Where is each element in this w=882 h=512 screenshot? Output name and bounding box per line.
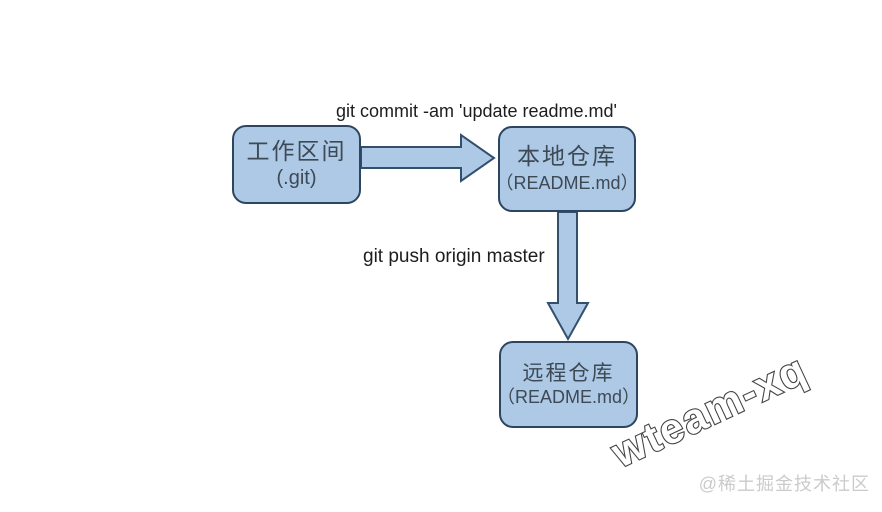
edge-label-push: git push origin master	[363, 246, 545, 267]
arrow-commit-right	[360, 133, 496, 183]
edge-label-commit: git commit -am 'update readme.md'	[336, 101, 617, 121]
node-working-area-title: 工作区间	[246, 138, 347, 165]
footer-credit: @稀土掘金技术社区	[698, 474, 870, 494]
node-local-repo: 本地仓库 （README.md）	[495, 126, 639, 212]
node-remote-repo: 远程仓库 （README.md）	[497, 341, 641, 428]
node-working-area: 工作区间 (.git)	[232, 125, 361, 204]
node-local-repo-subtitle: （README.md）	[495, 173, 639, 194]
node-remote-repo-title: 远程仓库	[522, 361, 615, 386]
arrow-push-down	[546, 211, 590, 342]
node-working-area-subtitle: (.git)	[276, 167, 317, 190]
node-remote-repo-subtitle: （README.md）	[497, 387, 641, 408]
node-local-repo-title: 本地仓库	[517, 144, 617, 171]
